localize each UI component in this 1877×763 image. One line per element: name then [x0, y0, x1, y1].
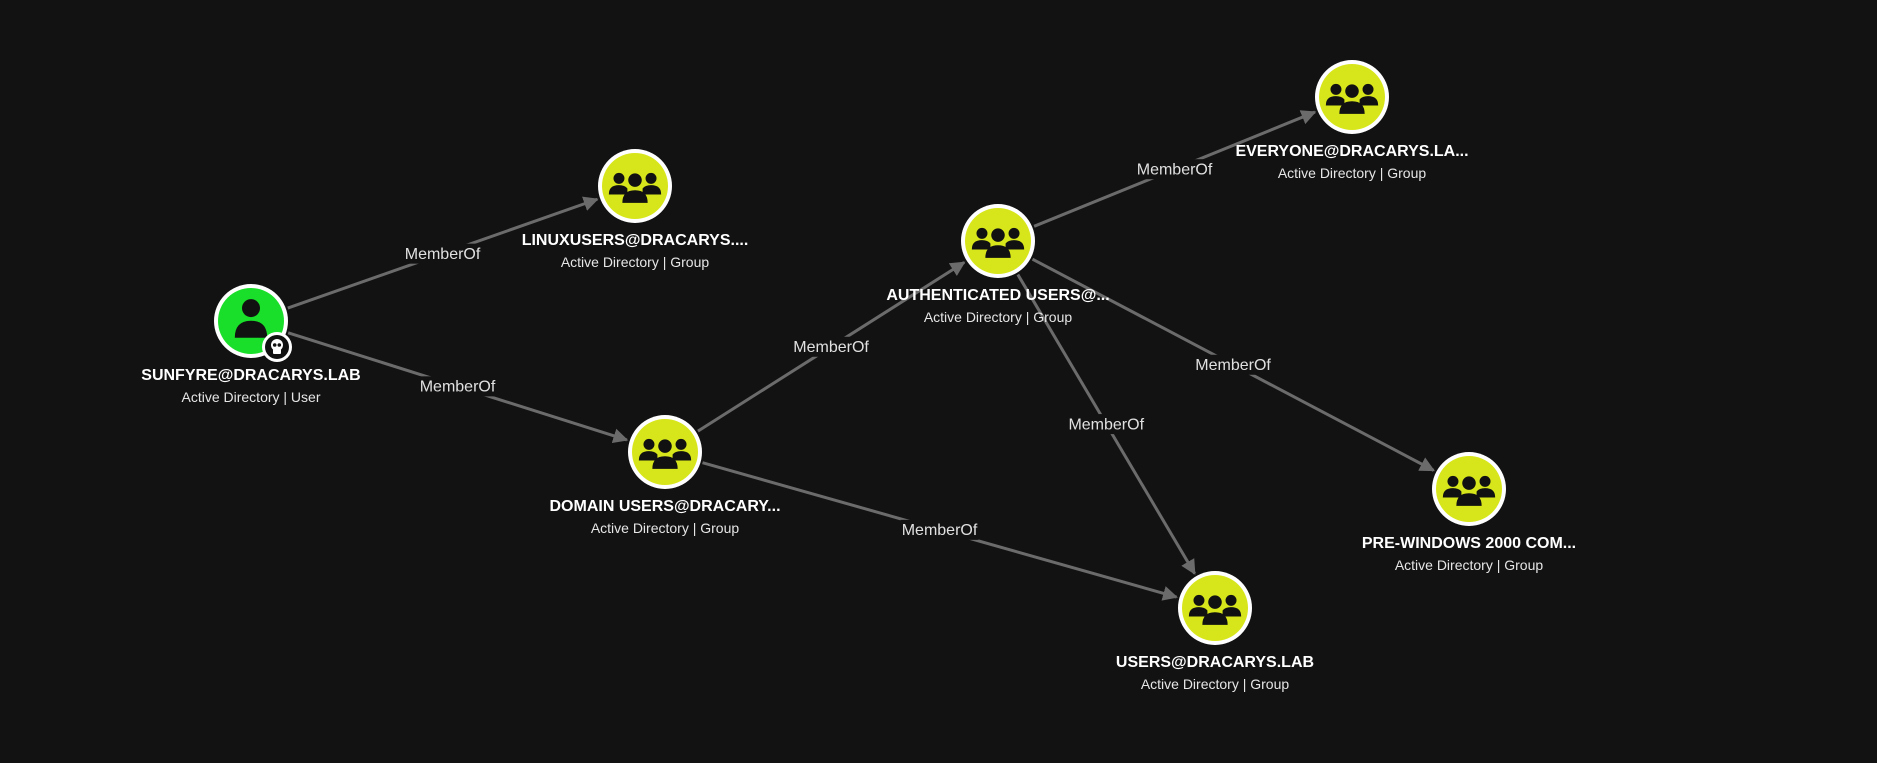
edge-label: MemberOf [405, 246, 481, 263]
node-subtitle: Active Directory | User [182, 389, 321, 405]
node-subtitle: Active Directory | Group [1278, 165, 1427, 181]
edge-label-background [1067, 414, 1146, 435]
edge-label: MemberOf [793, 339, 869, 356]
edge-label-background [900, 519, 979, 540]
edge-domainusers-authusers[interactable]: MemberOf [697, 261, 966, 433]
edge-label-background [1135, 159, 1214, 180]
edge-sunfyre-domainusers[interactable]: MemberOf [287, 331, 629, 444]
edge-label-background [792, 336, 871, 357]
node-subtitle: Active Directory | Group [561, 254, 710, 270]
edge-sunfyre-linuxusers[interactable]: MemberOf [287, 196, 599, 310]
node-sunfyre[interactable]: SUNFYRE@DRACARYS.LAB Active Directory | U… [141, 284, 361, 405]
node-name: EVERYONE@DRACARYS.LA... [1235, 143, 1468, 160]
edge-domainusers-users[interactable]: MemberOf [702, 461, 1178, 601]
node-linuxusers[interactable]: LINUXUSERS@DRACARYS.... Active Directory … [522, 149, 749, 270]
node-authusers[interactable]: AUTHENTICATED USERS@... Active Directory … [886, 204, 1110, 325]
node-name: USERS@DRACARYS.LAB [1116, 654, 1314, 671]
edge-authusers-everyone[interactable]: MemberOf [1033, 110, 1317, 228]
node-subtitle: Active Directory | Group [1141, 676, 1290, 692]
node-name: AUTHENTICATED USERS@... [886, 287, 1109, 304]
edge-label: MemberOf [902, 522, 978, 539]
node-name: SUNFYRE@DRACARYS.LAB [141, 367, 360, 384]
edge-label: MemberOf [420, 379, 496, 396]
edges-layer: MemberOfMemberOfMemberOfMemberOfMemberOf… [287, 110, 1435, 601]
edge-label: MemberOf [1195, 357, 1271, 374]
edge-label-background [418, 376, 497, 397]
node-everyone[interactable]: EVERYONE@DRACARYS.LA... Active Directory … [1235, 60, 1469, 181]
edge-label: MemberOf [1137, 161, 1213, 178]
edge-label-background [1194, 354, 1273, 375]
node-name: DOMAIN USERS@DRACARY... [549, 498, 780, 515]
skull-icon [262, 332, 292, 362]
node-users[interactable]: USERS@DRACARYS.LAB Active Directory | Gro… [1116, 571, 1314, 692]
edge-authusers-users[interactable]: MemberOf [1016, 273, 1196, 575]
node-subtitle: Active Directory | Group [924, 309, 1073, 325]
nodes-layer: SUNFYRE@DRACARYS.LAB Active Directory | U… [141, 60, 1576, 692]
node-prewin[interactable]: PRE-WINDOWS 2000 COM... Active Directory … [1362, 452, 1576, 573]
node-domainusers[interactable]: DOMAIN USERS@DRACARY... Active Directory … [549, 415, 781, 536]
node-subtitle: Active Directory | Group [591, 520, 740, 536]
edge-label: MemberOf [1068, 416, 1144, 433]
node-name: PRE-WINDOWS 2000 COM... [1362, 535, 1576, 552]
edge-label-background [403, 243, 482, 264]
node-subtitle: Active Directory | Group [1395, 557, 1544, 573]
node-name: LINUXUSERS@DRACARYS.... [522, 232, 749, 249]
edge-authusers-prewin[interactable]: MemberOf [1031, 257, 1435, 472]
